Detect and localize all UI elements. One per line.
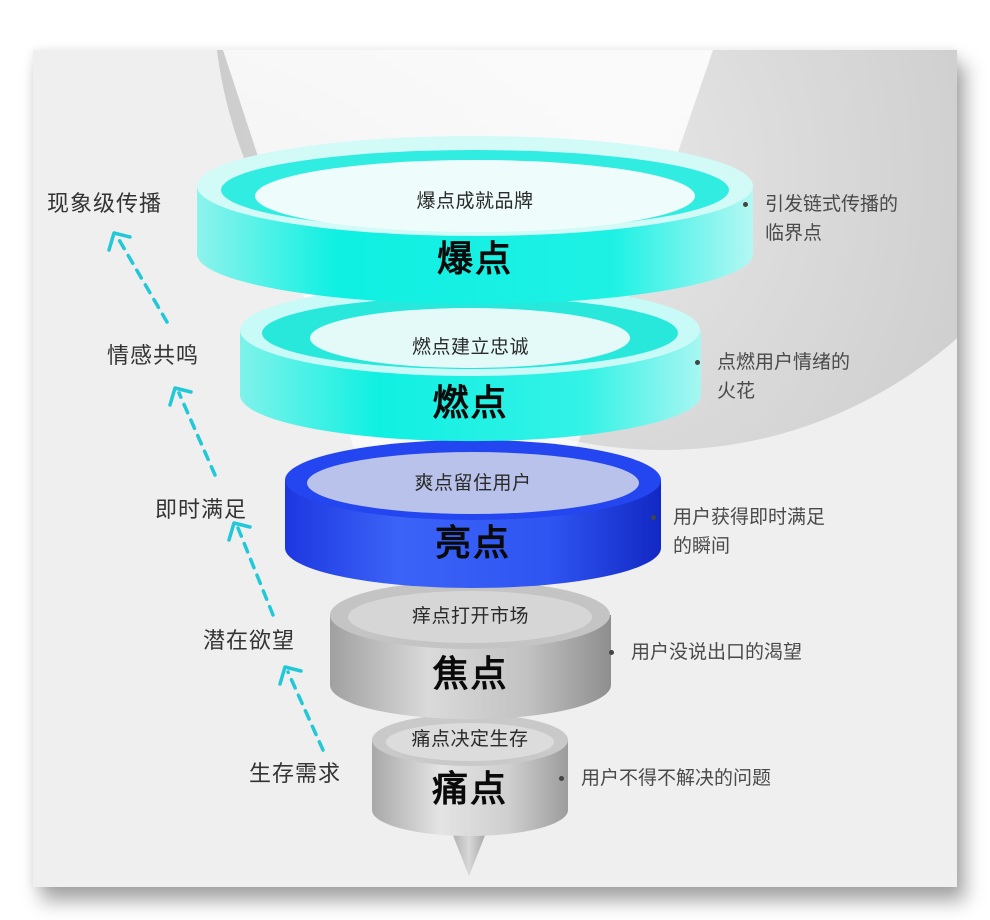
bullet-dot [695, 360, 700, 365]
bullet-dot [609, 650, 614, 655]
stage-label: 即时满足 [155, 498, 248, 523]
progression-arrows [107, 231, 325, 752]
description-line: 的瞬间 [673, 535, 731, 557]
funnel-level-randian: 燃点建立忠诚 燃点 [238, 270, 703, 445]
stage-label: 情感共鸣 [107, 344, 200, 369]
stage-label: 生存需求 [249, 762, 342, 787]
description-line: 引发链式传播的 [765, 193, 899, 215]
description-line: 用户不得不解决的问题 [581, 767, 772, 789]
level-title: 焦点 [432, 654, 509, 695]
funnel-level-jiaodian: 痒点打开市场 焦点 [328, 575, 613, 725]
level-description: 引发链式传播的 临界点 [743, 190, 899, 248]
bullet-dot [743, 202, 748, 207]
arrowhead-icon [107, 231, 303, 686]
description-line: 火花 [717, 380, 756, 402]
level-description: 用户没说出口的渴望 [609, 638, 803, 667]
stage-label: 现象级传播 [47, 192, 163, 217]
description-line: 点燃用户情绪的 [717, 351, 851, 373]
level-title: 亮点 [434, 523, 511, 564]
description-line: 用户没说出口的渴望 [631, 641, 803, 663]
diagram-card: 痛点决定生存 痛点 痒点打开市场 焦点 [33, 50, 957, 887]
description-line: 临界点 [765, 222, 823, 244]
description-line: 用户获得即时满足 [673, 506, 826, 528]
level-subtitle: 痛点决定生存 [411, 728, 529, 750]
level-title: 燃点 [432, 383, 509, 424]
level-subtitle: 爽点留住用户 [414, 472, 532, 494]
funnel-level-liangdian: 爽点留住用户 亮点 [283, 428, 663, 593]
level-subtitle: 痒点打开市场 [411, 605, 529, 627]
level-subtitle: 燃点建立忠诚 [411, 336, 529, 358]
bullet-dot [651, 515, 656, 520]
funnel-level-tongdian: 痛点决定生存 痛点 [370, 710, 570, 850]
level-title: 爆点 [436, 239, 513, 280]
level-subtitle: 爆点成就品牌 [416, 190, 534, 212]
level-description: 点燃用户情绪的 火花 [695, 348, 851, 406]
stage-label: 潜在欲望 [203, 629, 296, 654]
funnel-level-baodian: 爆点成就品牌 爆点 [195, 118, 755, 308]
level-title: 痛点 [431, 769, 508, 810]
bullet-dot [559, 776, 564, 781]
level-description: 用户获得即时满足 的瞬间 [651, 503, 826, 561]
level-description: 用户不得不解决的问题 [559, 764, 772, 793]
